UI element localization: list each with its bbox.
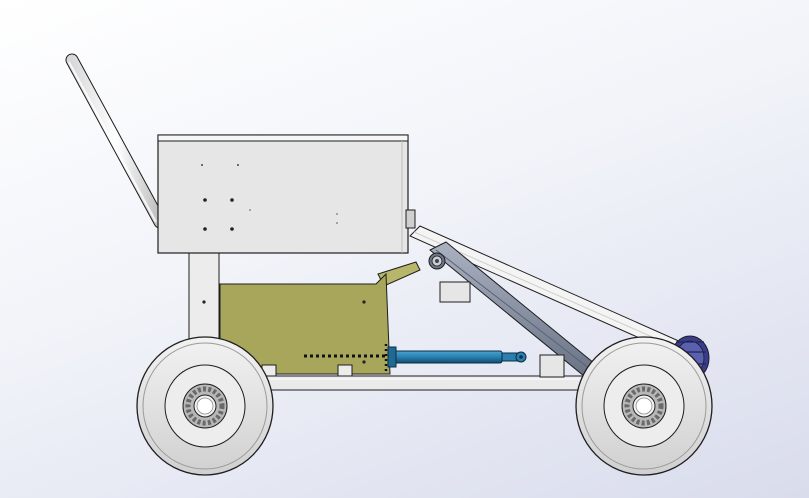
rear-wheel[interactable] — [136, 336, 274, 476]
push-handle[interactable] — [65, 53, 167, 229]
base-frame — [217, 375, 629, 391]
front-wheel-bearing — [621, 383, 667, 429]
front-wheel[interactable] — [575, 336, 713, 476]
hopper[interactable] — [219, 261, 421, 377]
storage-box[interactable] — [157, 134, 416, 254]
rear-wheel-bearing — [182, 383, 228, 429]
hydraulic-cylinder[interactable] — [387, 346, 527, 368]
drive-sprocket[interactable] — [428, 252, 446, 270]
